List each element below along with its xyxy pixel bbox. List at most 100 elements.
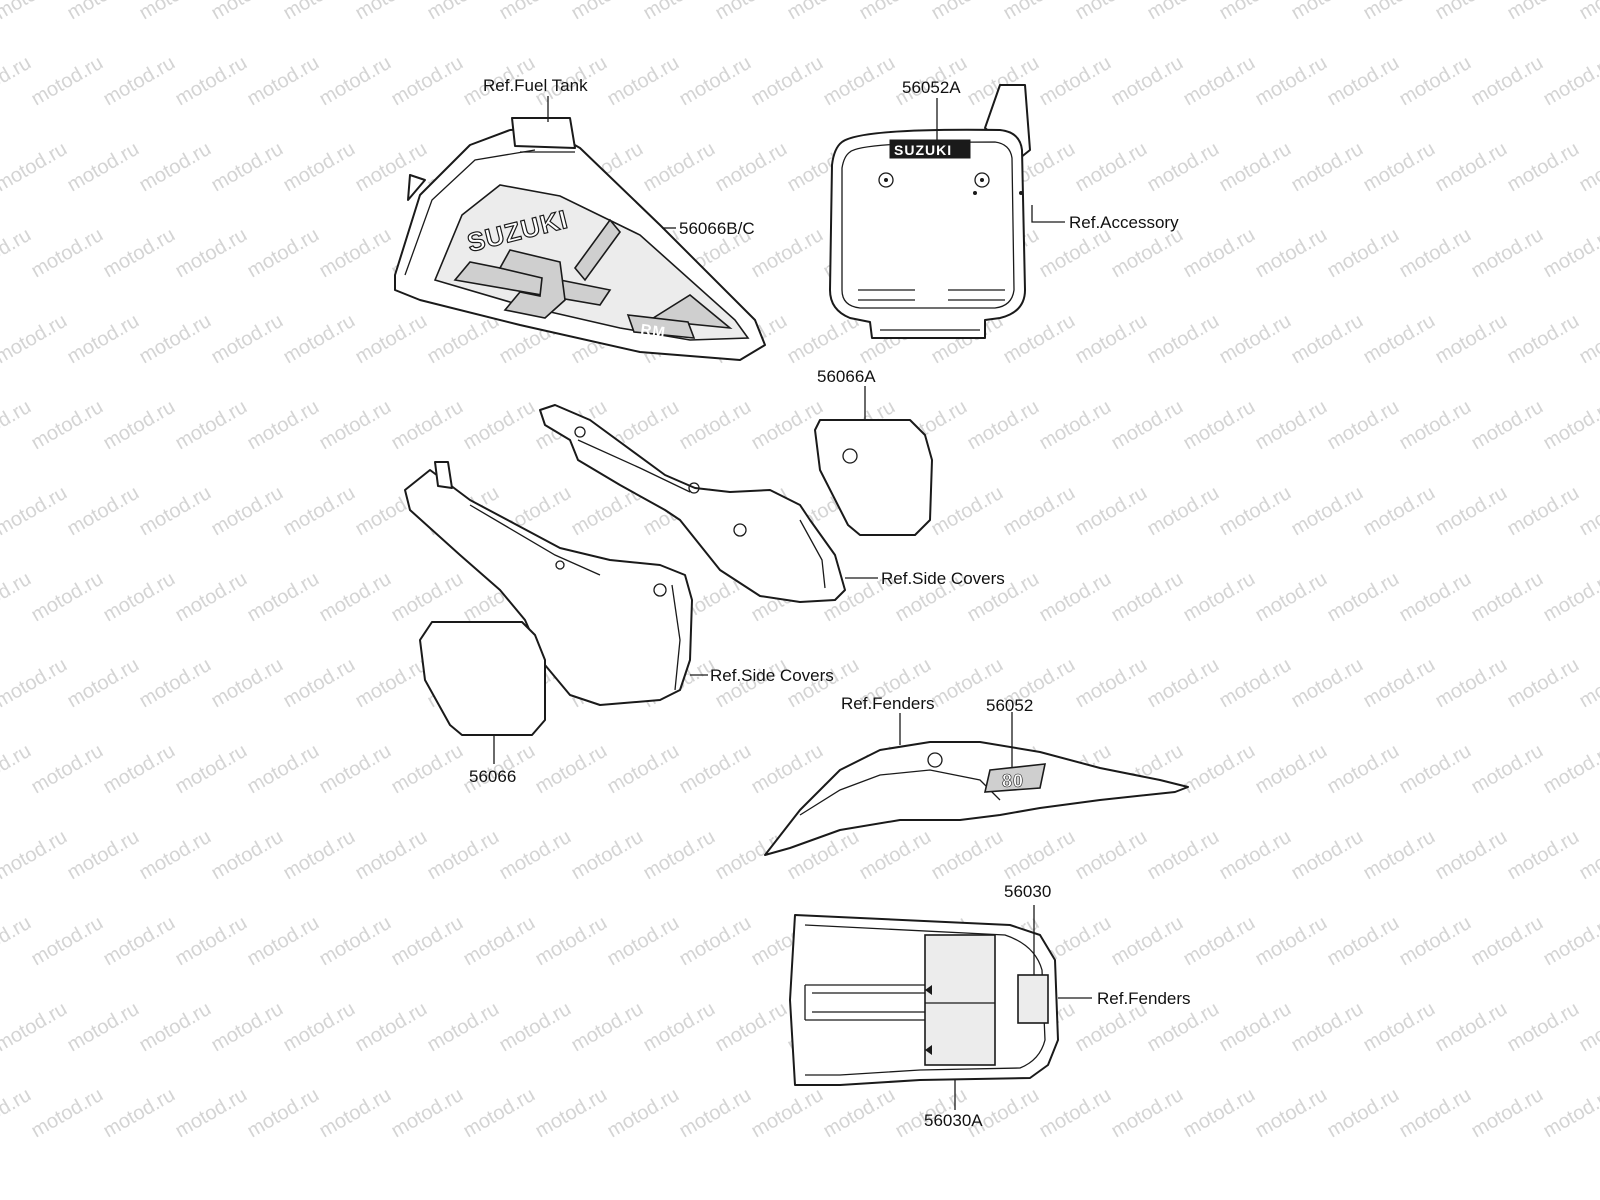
watermark-text: motod.ru — [1108, 396, 1187, 455]
watermark-text: motod.ru — [1324, 224, 1403, 283]
watermark-text: motod.ru — [208, 482, 287, 541]
watermark-text: motod.ru — [1468, 1084, 1547, 1143]
watermark-text: motod.ru — [0, 396, 35, 455]
watermark-text: motod.ru — [388, 52, 467, 111]
watermark-text: motod.ru — [388, 740, 467, 799]
watermark-text: motod.ru — [1000, 482, 1079, 541]
watermark-text: motod.ru — [64, 482, 143, 541]
watermark-text: motod.ru — [316, 52, 395, 111]
watermark-text: motod.ru — [100, 912, 179, 971]
watermark-text: motod.ru — [1360, 654, 1439, 713]
watermark-text: motod.ru — [676, 912, 755, 971]
watermark-text: motod.ru — [1540, 740, 1600, 799]
watermark-text: motod.ru — [1396, 224, 1475, 283]
watermark-text: motod.ru — [1468, 740, 1547, 799]
watermark-text: motod.ru — [208, 998, 287, 1057]
watermark-text: motod.ru — [316, 912, 395, 971]
watermark-text: motod.ru — [1432, 998, 1511, 1057]
watermark-text: motod.ru — [1144, 482, 1223, 541]
watermark-text: motod.ru — [568, 0, 647, 24]
watermark-text: motod.ru — [0, 998, 71, 1057]
watermark-text: motod.ru — [28, 912, 107, 971]
watermark-text: motod.ru — [1504, 998, 1583, 1057]
watermark-text: motod.ru — [64, 998, 143, 1057]
watermark-text: motod.ru — [1360, 998, 1439, 1057]
watermark-text: motod.ru — [1432, 138, 1511, 197]
watermark-text: motod.ru — [1360, 482, 1439, 541]
watermark-text: motod.ru — [604, 52, 683, 111]
watermark-text: motod.ru — [496, 998, 575, 1057]
label-56052a: 56052A — [902, 78, 961, 97]
front-fender-drawing: 80 — [764, 741, 1189, 856]
watermark-text: motod.ru — [280, 138, 359, 197]
watermark-text: motod.ru — [0, 826, 71, 885]
watermark-text: motod.ru — [1540, 568, 1600, 627]
watermark-text: motod.ru — [280, 482, 359, 541]
watermark-text: motod.ru — [640, 826, 719, 885]
watermark-text: motod.ru — [280, 826, 359, 885]
watermark-text: motod.ru — [1432, 0, 1511, 24]
label-56066a: 56066A — [817, 367, 876, 386]
watermark-text: motod.ru — [1144, 310, 1223, 369]
watermark-text: motod.ru — [388, 912, 467, 971]
watermark-text: motod.ru — [1504, 310, 1583, 369]
watermark-text: motod.ru — [1468, 52, 1547, 111]
watermark-text: motod.ru — [712, 138, 791, 197]
watermark-text: motod.ru — [604, 1084, 683, 1143]
watermark-text: motod.ru — [1324, 912, 1403, 971]
watermark-text: motod.ru — [604, 740, 683, 799]
watermark-text: motod.ru — [568, 826, 647, 885]
watermark-text: motod.ru — [0, 52, 35, 111]
watermark-text: motod.ru — [1180, 52, 1259, 111]
watermark-text: motod.ru — [172, 224, 251, 283]
watermark-text: motod.ru — [208, 310, 287, 369]
watermark-text: motod.ru — [28, 224, 107, 283]
watermark-text: motod.ru — [244, 52, 323, 111]
watermark-text: motod.ru — [1144, 654, 1223, 713]
watermark-text: motod.ru — [1036, 568, 1115, 627]
watermark-text: motod.ru — [388, 396, 467, 455]
watermark-text: motod.ru — [244, 1084, 323, 1143]
watermark-text: motod.ru — [1324, 740, 1403, 799]
watermark-text: motod.ru — [244, 740, 323, 799]
watermark-text: motod.ru — [712, 826, 791, 885]
watermark-text: motod.ru — [1180, 568, 1259, 627]
watermark-text: motod.ru — [136, 310, 215, 369]
watermark-text: motod.ru — [1180, 224, 1259, 283]
fender-number-mark: 80 — [1002, 771, 1024, 791]
watermark-text: motod.ru — [172, 568, 251, 627]
watermark-text: motod.ru — [676, 52, 755, 111]
watermark-text: motod.ru — [1108, 224, 1187, 283]
watermark-text: motod.ru — [640, 0, 719, 24]
watermark-text: motod.ru — [172, 1084, 251, 1143]
watermark-text: motod.ru — [1180, 1084, 1259, 1143]
watermark-text: motod.ru — [1324, 568, 1403, 627]
leader-lines — [493, 96, 1092, 1110]
watermark-text: motod.ru — [1432, 654, 1511, 713]
watermark-text: motod.ru — [1360, 826, 1439, 885]
watermark-text: motod.ru — [388, 568, 467, 627]
watermark-text: motod.ru — [640, 138, 719, 197]
watermark-text: motod.ru — [1288, 998, 1367, 1057]
watermark-text: motod.ru — [208, 826, 287, 885]
watermark-text: motod.ru — [784, 0, 863, 24]
watermark-text: motod.ru — [28, 52, 107, 111]
label-56030a: 56030A — [924, 1111, 983, 1130]
watermark-text: motod.ru — [0, 1084, 35, 1143]
watermark-text: motod.ru — [208, 0, 287, 24]
watermark-text: motod.ru — [64, 654, 143, 713]
watermark-text: motod.ru — [1216, 998, 1295, 1057]
watermark-text: motod.ru — [244, 396, 323, 455]
plate-logo: SUZUKI — [894, 142, 952, 158]
watermark-text: motod.ru — [496, 826, 575, 885]
watermark-text: motod.ru — [280, 0, 359, 24]
watermark-text: motod.ru — [1108, 912, 1187, 971]
watermark-text: motod.ru — [928, 482, 1007, 541]
watermark-text: motod.ru — [64, 826, 143, 885]
watermark-text: motod.ru — [1504, 0, 1583, 24]
watermark-text: motod.ru — [1468, 912, 1547, 971]
watermark-text: motod.ru — [100, 224, 179, 283]
number-plate-drawing: SUZUKI — [829, 84, 1031, 339]
watermark-text: motod.ru — [1000, 0, 1079, 24]
watermark-text: motod.ru — [604, 912, 683, 971]
